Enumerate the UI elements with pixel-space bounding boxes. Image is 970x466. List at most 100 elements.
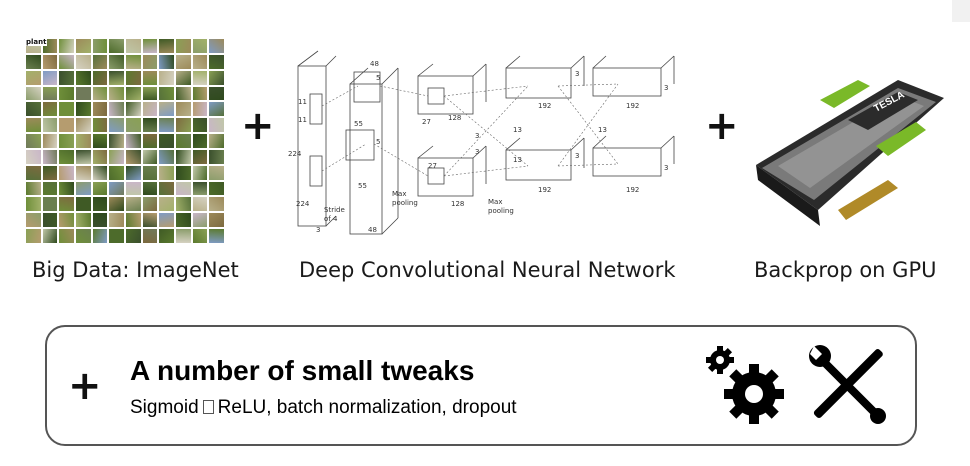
imagenet-thumbnail [209,181,224,196]
imagenet-thumbnail [192,102,208,117]
imagenet-thumbnail [209,102,224,117]
imagenet-thumbnail [92,165,108,180]
cnn-label: 224 [296,200,310,208]
imagenet-thumbnail [42,165,58,180]
input-volume [297,65,327,227]
cnn-architecture-diagram: 224 224 3 11 11 Stride of 4 48 55 55 5 5… [288,50,675,235]
cnn-label: 13 [598,126,607,134]
tweaks-subtitle: Sigmoid ReLU, batch normalization, dropou… [130,397,517,419]
missing-arrow-glyph-icon [202,400,214,414]
imagenet-thumbnail [26,165,41,180]
imagenet-thumbnail [192,165,208,180]
imagenet-thumbnail [176,197,191,212]
imagenet-thumbnail [176,134,191,148]
scrollbar[interactable] [952,0,970,22]
cnn-label: 192 [538,102,551,110]
imagenet-thumbnail [176,229,191,243]
caption-big-data: Big Data: ImageNet [32,258,239,282]
cnn-label: 128 [448,114,461,122]
imagenet-thumbnail [76,39,91,53]
imagenet-thumbnail [26,102,41,117]
imagenet-thumbnail [159,229,174,243]
imagenet-thumbnail [109,181,124,196]
cnn-label: 128 [451,200,464,208]
imagenet-thumbnail [126,181,141,196]
cnn-label: 224 [288,150,302,158]
imagenet-thumbnail [59,229,74,243]
cnn-label: 3 [316,226,320,234]
imagenet-thumbnail [142,102,158,117]
imagenet-thumbnail [142,149,158,164]
imagenet-thumbnail [76,229,91,243]
imagenet-thumbnail [176,70,191,85]
imagenet-thumbnail [42,102,58,117]
imagenet-thumbnail [42,54,58,69]
imagenet-thumbnail [26,197,41,212]
imagenet-thumbnail [209,165,224,180]
imagenet-thumbnail [159,118,174,133]
imagenet-thumbnail [209,149,224,164]
imagenet-thumbnail [209,197,224,212]
imagenet-thumbnail [126,39,141,53]
imagenet-thumbnail [59,134,74,148]
imagenet-thumbnail [142,197,158,212]
imagenet-thumbnail [26,118,41,133]
imagenet-thumbnail [142,54,158,69]
imagenet-thumbnail [26,149,41,164]
imagenet-thumbnail [176,181,191,196]
imagenet-thumbnail [59,54,74,69]
imagenet-thumbnail [192,39,208,53]
tesla-gpu-image: TESLA [756,80,944,226]
imagenet-thumbnail [159,70,174,85]
cnn-label: 192 [538,186,551,194]
imagenet-thumbnail [192,213,208,228]
imagenet-thumbnail [42,149,58,164]
imagenet-thumbnail [109,54,124,69]
imagenet-thumbnail [26,134,41,148]
imagenet-thumbnail [76,134,91,148]
cnn-label: 55 [358,182,367,190]
imagenet-thumbnail [209,70,224,85]
tweaks-title: A number of small tweaks [130,355,475,386]
imagenet-thumbnail [76,54,91,69]
imagenet-thumbnail [109,70,124,85]
imagenet-thumbnail [176,165,191,180]
imagenet-thumbnail [159,134,174,148]
wrench-screwdriver-icon [809,345,886,424]
cnn-label: 5 [376,74,380,82]
imagenet-thumbnail [92,70,108,85]
imagenet-thumbnail [192,86,208,101]
tweaks-plus-sign: + [68,363,102,409]
imagenet-thumbnail [176,54,191,69]
tweaks-subtitle-before: Sigmoid [130,397,199,418]
cnn-label: 11 [298,98,307,106]
cnn-label: 5 [376,138,380,146]
imagenet-thumbnail [26,54,41,69]
imagenet-thumbnail [76,213,91,228]
cnn-label: Stride [324,206,345,214]
imagenet-thumbnail [92,134,108,148]
imagenet-thumbnail [159,86,174,101]
imagenet-thumbnail [59,70,74,85]
imagenet-thumbnail [92,149,108,164]
cnn-label: 3 [475,148,479,156]
cnn-label: of 4 [324,215,338,223]
imagenet-thumbnail [59,165,74,180]
imagenet-thumbnail [76,86,91,101]
imagenet-thumbnail [126,102,141,117]
cnn-label: 27 [428,162,437,170]
imagenet-thumbnail [92,102,108,117]
imagenet-thumbnail [76,165,91,180]
cnn-label: 55 [354,120,363,128]
imagenet-thumbnail [42,118,58,133]
imagenet-thumbnail [126,229,141,243]
imagenet-thumbnail [26,213,41,228]
tweaks-subtitle-after: ReLU, batch normalization, dropout [217,397,517,418]
imagenet-thumbnail [109,39,124,53]
cnn-label: 27 [422,118,431,126]
caption-gpu: Backprop on GPU [754,258,937,282]
imagenet-thumbnail [92,197,108,212]
imagenet-thumbnail [92,229,108,243]
imagenet-thumbnail [176,86,191,101]
imagenet-thumbnail [42,213,58,228]
